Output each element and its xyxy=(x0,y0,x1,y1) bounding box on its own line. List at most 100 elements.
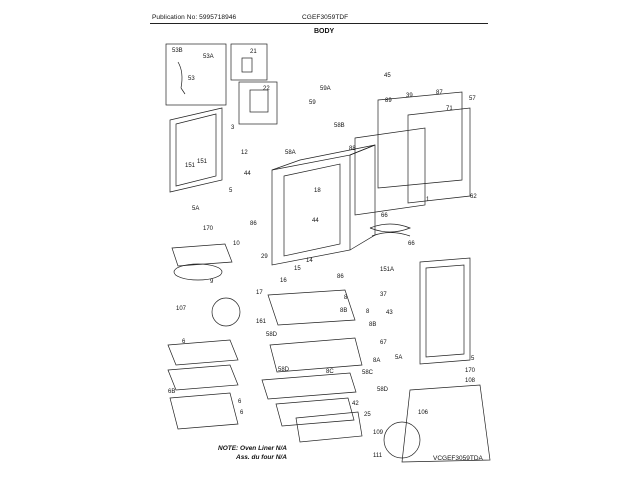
callout-66: 66 xyxy=(381,213,388,219)
callout-108: 108 xyxy=(465,378,476,384)
note-oven-liner-fr: Ass. du four N/A xyxy=(236,454,287,461)
inset-box-22 xyxy=(238,81,278,125)
callout-43: 43 xyxy=(386,310,393,316)
sensor-wire-53 xyxy=(177,61,186,95)
oven-rack-middle xyxy=(167,364,239,391)
oven-cavity xyxy=(283,163,341,257)
callout-5A: 5A xyxy=(192,206,199,212)
bracket-22 xyxy=(249,89,269,113)
callout-8: 8 xyxy=(366,309,370,315)
callout-9: 9 xyxy=(210,279,214,285)
fan-motor-box xyxy=(401,384,491,463)
callout-1: 1 xyxy=(426,197,430,203)
fan-blade-107 xyxy=(211,297,241,327)
rear-panel-39 xyxy=(407,107,471,204)
note-oven-liner: NOTE: Oven Liner N/A xyxy=(218,445,287,452)
callout-58D: 58D xyxy=(377,387,389,393)
callout-6: 6 xyxy=(240,410,244,416)
callout-14: 14 xyxy=(306,258,313,264)
callout-45: 45 xyxy=(384,73,391,79)
oven-liner-top xyxy=(271,144,376,171)
callout-6: 6 xyxy=(238,399,242,405)
callout-5A: 5A xyxy=(395,355,402,361)
callout-62: 62 xyxy=(470,194,477,200)
callout-89: 89 xyxy=(385,98,392,104)
model-number: CGEF3059TDF xyxy=(302,14,349,21)
callout-66: 66 xyxy=(408,241,415,247)
callout-21: 21 xyxy=(250,49,257,55)
callout-44: 44 xyxy=(244,171,251,177)
callout-86: 86 xyxy=(337,274,344,280)
section-title: BODY xyxy=(314,28,335,35)
callout-42: 42 xyxy=(352,401,359,407)
callout-59: 59 xyxy=(309,100,316,106)
side-panel-1-inner xyxy=(425,264,465,358)
callout-25: 25 xyxy=(364,412,371,418)
callout-17: 17 xyxy=(256,290,263,296)
callout-8: 8 xyxy=(344,295,348,301)
drawer-bottom-42 xyxy=(275,397,355,427)
callout-71: 71 xyxy=(446,106,453,112)
callout-10: 10 xyxy=(233,241,240,247)
callout-8B: 8B xyxy=(340,308,347,314)
callout-22: 22 xyxy=(263,86,270,92)
callout-87: 87 xyxy=(436,90,443,96)
callout-67: 67 xyxy=(380,340,387,346)
oven-rack-6b xyxy=(169,392,239,430)
callout-16: 16 xyxy=(280,278,287,284)
callout-151: 151 xyxy=(185,163,196,169)
back-wall-88 xyxy=(354,127,426,216)
callout-53A: 53A xyxy=(203,54,214,60)
callout-111: 111 xyxy=(373,453,383,459)
callout-58D: 58D xyxy=(266,332,278,338)
inset-box-21 xyxy=(230,43,268,81)
callout-44: 44 xyxy=(312,218,319,224)
callout-106: 106 xyxy=(418,410,429,416)
callout-12: 12 xyxy=(241,150,248,156)
bake-element-tray xyxy=(269,337,363,373)
callout-8A: 8A xyxy=(373,358,380,364)
oven-rack-upper xyxy=(167,339,239,366)
callout-58D: 58D xyxy=(278,367,290,373)
callout-5: 5 xyxy=(229,188,233,194)
fan-cover-10 xyxy=(171,243,233,267)
callout-59A: 59A xyxy=(320,86,331,92)
fan-motor-blade xyxy=(383,421,421,459)
fan-housing-9 xyxy=(173,263,223,281)
door-panel-3 xyxy=(169,107,223,193)
broiler-pan xyxy=(267,289,356,326)
header-rule xyxy=(150,23,488,24)
callout-53: 53 xyxy=(188,76,195,82)
callout-8B: 8B xyxy=(369,322,376,328)
oven-liner-side xyxy=(349,144,376,251)
diagram-code: VCGEF3059TDA xyxy=(433,455,483,462)
callout-6B: 6B xyxy=(168,389,175,395)
callout-18: 18 xyxy=(314,188,321,194)
inset-box-53 xyxy=(165,43,227,106)
callout-88: 88 xyxy=(349,146,356,152)
callout-37: 37 xyxy=(380,292,387,298)
door-panel-inner xyxy=(175,113,217,187)
callout-57: 57 xyxy=(469,96,476,102)
callout-170: 170 xyxy=(465,368,476,374)
callout-161: 161 xyxy=(256,319,267,325)
callout-109: 109 xyxy=(373,430,384,436)
callout-5: 5 xyxy=(471,356,475,362)
callout-151: 151 xyxy=(197,159,208,165)
side-panel-1 xyxy=(419,257,471,365)
callout-29: 29 xyxy=(261,254,268,260)
callout-15: 15 xyxy=(294,266,301,272)
callout-3: 3 xyxy=(231,125,235,131)
callout-6: 6 xyxy=(182,339,186,345)
rear-panel-71 xyxy=(377,91,463,189)
callout-58A: 58A xyxy=(285,150,296,156)
callout-151A: 151A xyxy=(380,267,394,273)
bracket-21 xyxy=(241,57,253,73)
broil-element-66 xyxy=(369,223,411,237)
callout-58B: 58B xyxy=(334,123,345,129)
callout-8C: 8C xyxy=(326,369,334,375)
callout-170: 170 xyxy=(203,226,214,232)
drawer-panel-25 xyxy=(295,411,363,443)
